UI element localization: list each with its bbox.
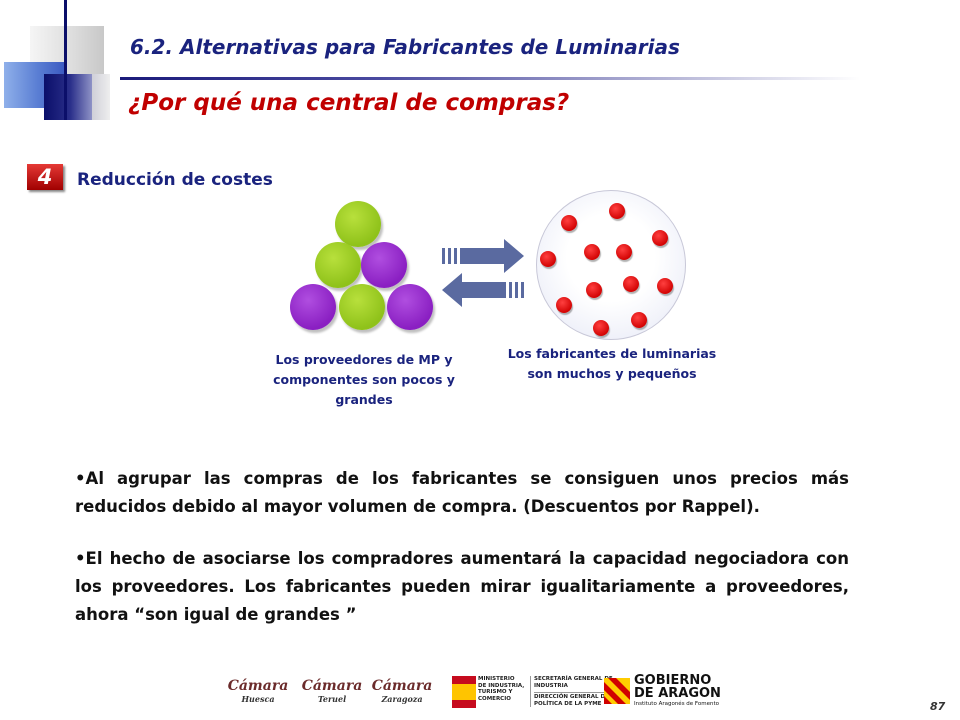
logo-city: Huesca	[241, 694, 275, 704]
manufacturer-dot	[561, 215, 577, 231]
header-decoration-light	[92, 74, 110, 120]
page-title: 6.2. Alternativas para Fabricantes de Lu…	[130, 35, 680, 59]
page-subtitle: ¿Por qué una central de compras?	[128, 90, 570, 116]
header-underline	[120, 77, 860, 80]
caption-line: Los fabricantes de luminarias	[507, 346, 717, 361]
manufacturer-dot	[631, 312, 647, 328]
page-number: 87	[930, 700, 946, 713]
secretariat-line: INDUSTRIA	[534, 682, 568, 689]
logo-city: Zaragoza	[381, 694, 423, 704]
logo-brand: Cámara	[227, 678, 289, 694]
logo-brand: Cámara	[371, 678, 433, 694]
supplier-circle-green	[339, 284, 385, 330]
gobierno-line: GOBIERNO	[634, 673, 712, 688]
manufacturer-dot	[616, 244, 632, 260]
manufacturer-dot	[657, 278, 673, 294]
spain-coat-of-arms-icon	[452, 676, 476, 708]
directorate-line: POLÍTICA DE LA PYME	[534, 700, 602, 707]
manufacturer-dot	[623, 276, 639, 292]
bullet-item: •El hecho de asociarse los compradores a…	[75, 549, 849, 624]
ministry-line: DE INDUSTRIA,	[478, 682, 525, 689]
caption-line: grandes	[335, 392, 393, 407]
bullet-list: •Al agrupar las compras de los fabricant…	[75, 465, 849, 653]
exchange-arrows-icon	[442, 239, 524, 307]
supplier-circle-purple	[361, 242, 407, 288]
footer-logos: Cámara Huesca Cámara Teruel Cámara Zarag…	[220, 672, 740, 716]
ministry-label: MINISTERIO DE INDUSTRIA, TURISMO Y COMER…	[478, 676, 524, 702]
manufacturers-caption: Los fabricantes de luminarias son muchos…	[497, 344, 727, 384]
caption-line: Los proveedores de MP y	[275, 352, 453, 367]
manufacturer-dot	[593, 320, 609, 336]
aragon-flag-icon	[604, 678, 630, 704]
manufacturer-dot	[652, 230, 668, 246]
manufacturer-dot	[609, 203, 625, 219]
section-heading: Reducción de costes	[77, 170, 273, 190]
bullet-item: •Al agrupar las compras de los fabricant…	[75, 469, 849, 516]
secretariat-label: SECRETARÍA GENERAL DE INDUSTRIA DIRECCIÓ…	[530, 676, 613, 707]
supplier-circle-green	[335, 201, 381, 247]
logo-brand: Cámara	[301, 678, 363, 694]
ministry-line: COMERCIO	[478, 695, 511, 702]
gobierno-sub: Instituto Aragonés de Fomento	[634, 701, 720, 707]
camara-huesca-logo: Cámara Huesca	[224, 678, 292, 704]
logo-city: Teruel	[317, 694, 347, 704]
caption-line: componentes son pocos y	[273, 372, 455, 387]
supplier-circle-purple	[387, 284, 433, 330]
manufacturer-dot	[556, 297, 572, 313]
directorate-line: DIRECCIÓN GENERAL DE	[534, 692, 613, 701]
supplier-circle-purple	[290, 284, 336, 330]
ministry-line: TURISMO Y	[478, 689, 513, 695]
camara-zaragoza-logo: Cámara Zaragoza	[368, 678, 436, 704]
supplier-circle-green	[315, 242, 361, 288]
manufacturer-dot	[584, 244, 600, 260]
camara-teruel-logo: Cámara Teruel	[298, 678, 366, 704]
gobierno-line: DE ARAGON	[634, 686, 721, 701]
manufacturer-dot	[586, 282, 602, 298]
manufacturer-dot	[540, 251, 556, 267]
gobierno-aragon-logo: GOBIERNO DE ARAGON Instituto Aragonés de…	[634, 674, 721, 708]
secretariat-line: SECRETARÍA GENERAL DE	[534, 676, 613, 682]
step-number-badge: 4	[27, 164, 63, 190]
ministry-line: MINISTERIO	[478, 676, 515, 682]
header-decoration-navy	[44, 74, 92, 120]
suppliers-caption: Los proveedores de MP y componentes son …	[256, 350, 472, 410]
caption-line: son muchos y pequeños	[527, 366, 697, 381]
header-vertical-line	[64, 0, 67, 120]
